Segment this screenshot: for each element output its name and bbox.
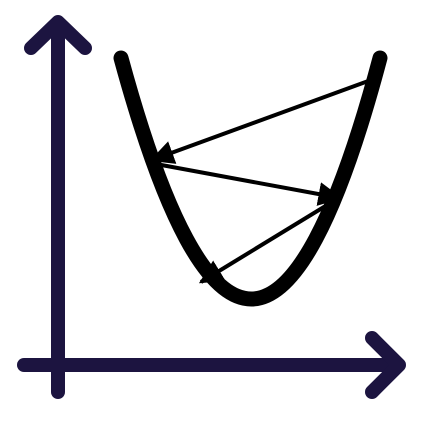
- step-arrow-3: [198, 197, 339, 284]
- parabola-curve-icon: [113, 50, 388, 307]
- y-axis-arrowhead: [24, 15, 92, 55]
- step-arrow-2: [155, 162, 343, 206]
- coordinate-axes-icon: [17, 15, 406, 399]
- descent-step-arrows-icon: [149, 78, 372, 284]
- x-axis-arrowhead: [365, 331, 406, 399]
- step-arrow-1: [149, 78, 372, 164]
